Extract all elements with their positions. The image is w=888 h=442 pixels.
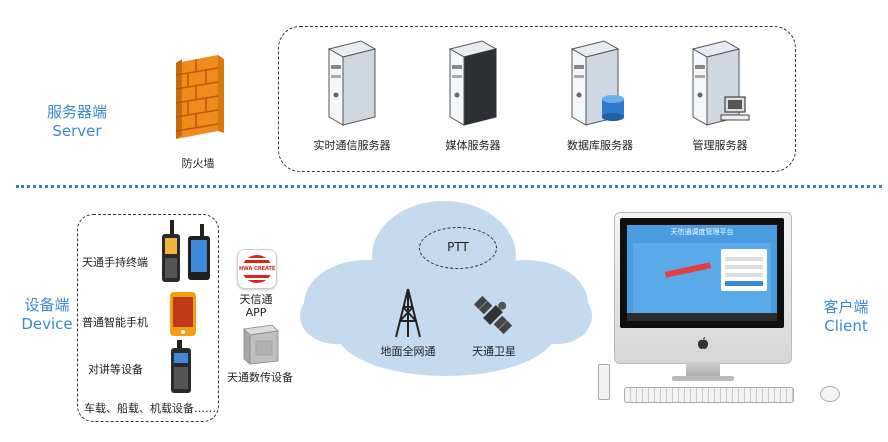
keyboard-icon: [624, 387, 794, 403]
apple-logo-icon: [698, 337, 708, 349]
satellite-handheld-icon: [162, 220, 210, 282]
device-label-3: 对讲等设备: [88, 363, 143, 376]
server-title-en: Server: [52, 122, 102, 140]
management-server-icon: [691, 40, 750, 126]
satellite-icon: [473, 295, 513, 335]
screen-title: 天信通调度管理平台: [670, 228, 734, 236]
monitor-stand: [686, 362, 720, 378]
server-label-3: 数据库服务器: [567, 139, 633, 152]
screen-login-box: [721, 249, 767, 291]
firewall-icon: [175, 55, 224, 139]
smartphone-icon: [170, 292, 196, 336]
server-label-1: 实时通信服务器: [313, 139, 391, 152]
device-label-2: 普通智能手机: [82, 316, 148, 329]
monitor-base: [672, 376, 734, 381]
device-label-1: 天通手持终端: [82, 256, 148, 269]
screen-taskbar: [627, 313, 777, 321]
client-title-en: Client: [824, 317, 868, 335]
ground-network-label: 地面全网通: [380, 345, 436, 358]
monitor-screen: 天信通调度管理平台: [627, 225, 777, 321]
data-transmission-device-icon: [243, 324, 279, 365]
app-logo-text: HWA CREATE: [239, 265, 275, 273]
vehicle-label: 车载、船载、机载设备……: [84, 402, 216, 415]
ptt-label: PTT: [447, 240, 469, 254]
client-section-title: 客户端 Client: [806, 298, 886, 336]
firewall-label: 防火墙: [181, 157, 215, 170]
app-label-line1: 天信通: [239, 293, 273, 306]
device-group-box: [77, 214, 219, 422]
server-section-title: 服务器端 Server: [32, 103, 122, 141]
app-label: 天信通 APP: [226, 293, 286, 319]
cell-tower-icon: [395, 288, 421, 338]
media-server-icon: [448, 40, 498, 126]
data-device-label: 天通数传设备: [227, 371, 293, 384]
server-label-4: 管理服务器: [692, 139, 748, 152]
ptt-ellipse: [419, 227, 497, 269]
server-tower-icon: [327, 40, 377, 126]
server-title-cn: 服务器端: [46, 103, 107, 121]
device-section-title: 设备端 Device: [8, 296, 86, 334]
mouse-icon: [820, 386, 840, 402]
section-divider: [16, 185, 882, 188]
app-label-line2: APP: [245, 306, 267, 319]
app-logo-icon: HWA CREATE: [237, 249, 277, 289]
device-title-en: Device: [21, 315, 73, 333]
walkie-talkie-icon: [171, 340, 191, 393]
device-title-cn: 设备端: [24, 296, 70, 314]
satellite-label: 天通卫星: [472, 345, 516, 358]
server-group-box: [278, 26, 796, 172]
database-server-icon: [570, 40, 624, 126]
server-label-2: 媒体服务器: [445, 139, 501, 152]
usb-drive-icon: [598, 364, 610, 400]
network-cloud-icon: [300, 201, 592, 376]
client-title-cn: 客户端: [823, 298, 869, 316]
